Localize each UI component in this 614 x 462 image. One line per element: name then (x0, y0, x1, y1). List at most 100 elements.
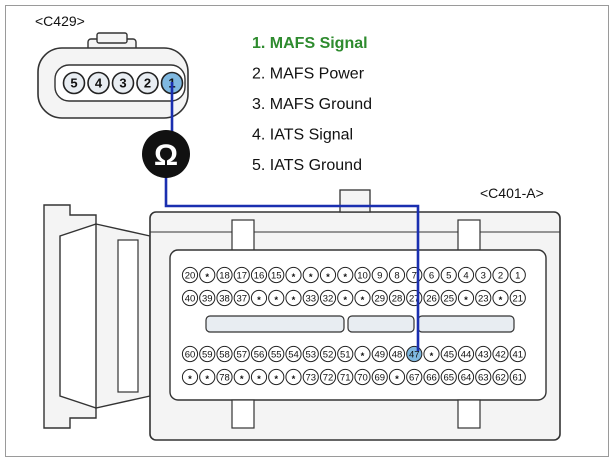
c401a-pin: * (268, 368, 285, 386)
c401a-pin: 9 (371, 266, 388, 284)
c401a-pin-label: * (292, 272, 296, 283)
c401a-pin-label: 27 (409, 293, 420, 304)
c401a-pin: 47 (406, 345, 423, 363)
c401a-pin: * (285, 289, 302, 307)
c401a-pin: 53 (302, 345, 319, 363)
legend-item: 1. MAFS Signal (252, 35, 368, 52)
c401a-pin-label: 16 (254, 270, 265, 281)
c401a-pin: * (268, 289, 285, 307)
c401a-pin: 32 (319, 289, 337, 307)
c401a-pin: * (337, 289, 354, 307)
c401a-pin-label: 10 (357, 270, 368, 281)
c401a-pin: 8 (388, 266, 406, 284)
c401a-pin: 59 (199, 345, 216, 363)
c401a-pin-label: 23 (478, 293, 489, 304)
c401a-pin-label: * (361, 295, 365, 306)
c401a-pin-label: 61 (512, 372, 523, 383)
c401a-pin-label: * (343, 295, 347, 306)
c401a-pin-label: 42 (495, 349, 506, 360)
c401a-pin: 21 (509, 289, 526, 307)
c401a-pin: 57 (233, 345, 250, 363)
c401a-pin: 18 (216, 266, 233, 284)
c401a-pin: * (492, 289, 509, 307)
c401a-pin: 72 (319, 368, 337, 386)
c401a-pin-label: 44 (461, 349, 472, 360)
c401a-pin: 41 (509, 345, 526, 363)
c401a-pin-label: 70 (357, 372, 368, 383)
c401a-pin-label: * (274, 374, 278, 385)
c401a-pin: 25 (440, 289, 457, 307)
c401a-pin: 73 (302, 368, 319, 386)
c401a-pin-label: 33 (305, 293, 316, 304)
c401a-pin-label: 48 (392, 349, 403, 360)
c401a-pin-label: 52 (323, 349, 334, 360)
c401a-pin: 61 (509, 368, 526, 386)
c401a-pin: 51 (337, 345, 354, 363)
c401a-pin: 55 (268, 345, 285, 363)
c401a-pin: 1 (509, 266, 526, 284)
c401a-pin: 63 (475, 368, 492, 386)
c401a-pin-label: 2 (498, 270, 503, 281)
c401a-pin: 20 (181, 266, 199, 284)
c401a-pin-label: 26 (426, 293, 437, 304)
c401a-pin-label: 49 (374, 349, 385, 360)
c401a-pin-label: 51 (340, 349, 351, 360)
c401a-pin-label: 40 (185, 293, 196, 304)
c429-pin-label: 4 (95, 76, 103, 91)
c401a-pin: * (302, 266, 319, 284)
c401a-pin-label: 60 (185, 349, 196, 360)
c401a-pin: 65 (440, 368, 457, 386)
c401a-pin: 27 (406, 289, 423, 307)
c401a-pin: * (337, 266, 354, 284)
diagram-frame (5, 5, 609, 457)
c429-pin-label: 2 (144, 76, 151, 91)
c401a-pin: 39 (199, 289, 216, 307)
c429-pin: 2 (136, 71, 159, 95)
c401a-pin-label: * (205, 374, 209, 385)
c401a-pin-label: * (257, 295, 261, 306)
c401a-pin-label: 57 (236, 349, 247, 360)
c401a-pin-label: 5 (446, 270, 451, 281)
c401a-pin: 52 (319, 345, 337, 363)
c401a-pin: * (233, 368, 250, 386)
c401a-pin: * (285, 266, 302, 284)
c401a-pin: 26 (423, 289, 440, 307)
c401a-pin-label: 25 (443, 293, 454, 304)
c401a-pin: 38 (216, 289, 233, 307)
c401a-pin-label: 32 (323, 293, 334, 304)
c401a-pin-label: 69 (374, 372, 385, 383)
c401a-pin: 54 (285, 345, 302, 363)
c429-pin: 4 (87, 71, 110, 95)
c401a-pin: 48 (388, 345, 406, 363)
c401a-pin: * (319, 266, 337, 284)
c401a-pin-label: * (430, 351, 434, 362)
c401a-pin: 42 (492, 345, 509, 363)
c401a-pin-label: * (257, 374, 261, 385)
c401a-pin-label: 47 (409, 349, 420, 360)
c401a-pin-label: 56 (254, 349, 265, 360)
c401a-pin-label: * (395, 374, 399, 385)
c401a-pin-label: * (343, 272, 347, 283)
c401a-pin: * (181, 368, 199, 386)
c401a-pin-label: 6 (429, 270, 434, 281)
wire-to-c401a-pin47 (164, 170, 420, 351)
c401a-pin: 64 (457, 368, 475, 386)
c401a-pin-label: * (188, 374, 192, 385)
c401a-pin-label: * (361, 351, 365, 362)
c401a-pin-label: 3 (481, 270, 486, 281)
meter-wires (164, 82, 420, 351)
c401a-pin: * (199, 368, 216, 386)
c401a-pin-label: 18 (219, 270, 230, 281)
c401a-pin-label: 41 (512, 349, 523, 360)
c401a-pin-label: 9 (377, 270, 382, 281)
c401a-pin: 29 (371, 289, 388, 307)
c401a-pin: 37 (233, 289, 250, 307)
c401a-pin: * (388, 368, 406, 386)
c401a-pin-label: 15 (271, 270, 282, 281)
c401a-pin-label: 65 (443, 372, 454, 383)
c401a-pin-label: * (499, 295, 503, 306)
c401a-pin: 78 (216, 368, 233, 386)
legend-item: 3. MAFS Ground (252, 96, 372, 113)
c401a-pin-label: 28 (392, 293, 403, 304)
c401a-pin: * (423, 345, 440, 363)
